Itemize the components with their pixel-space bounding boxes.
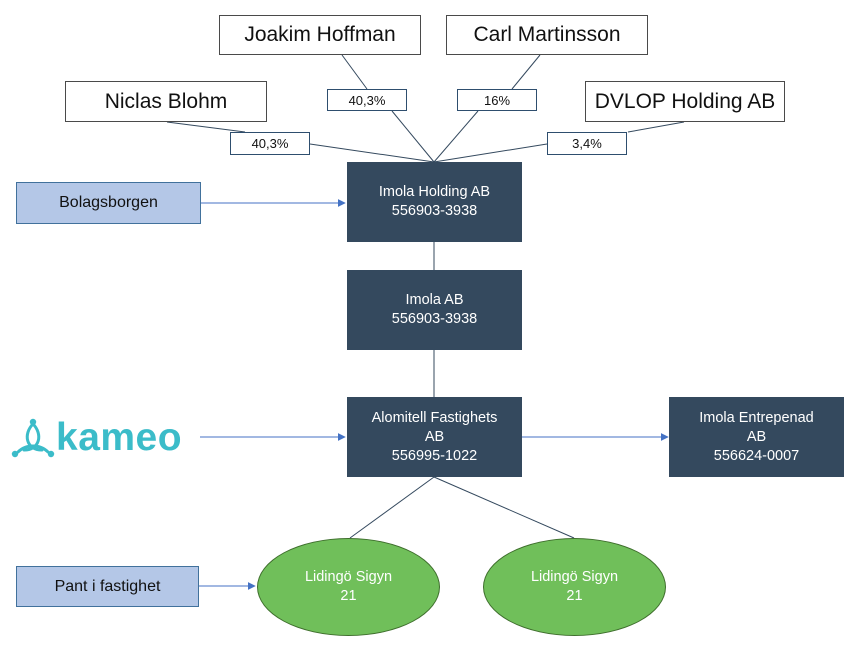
property-lidingo-sigyn-1: Lidingö Sigyn 21 [257, 538, 440, 636]
property-number: 21 [340, 588, 357, 604]
company-name: Imola AB [405, 292, 464, 308]
company-name-line2: AB [746, 428, 767, 445]
company-org-number: 556903-3938 [391, 311, 478, 327]
bolagsborgen-label: Bolagsborgen [59, 194, 158, 211]
company-org-number: 556903-3938 [391, 203, 478, 219]
company-imola-ab: Imola AB 556903-3938 [347, 270, 522, 350]
company-name-line1: Imola Entrepenad [699, 409, 814, 426]
owner-name: DVLOP Holding AB [594, 89, 776, 113]
property-lidingo-sigyn-2: Lidingö Sigyn 21 [483, 538, 666, 636]
company-org-number: 556624-0007 [713, 447, 800, 464]
owner-box-dvlop-holding: DVLOP Holding AB [585, 81, 785, 122]
owner-box-niclas-blohm: Niclas Blohm [65, 81, 267, 122]
company-name-line2: AB [424, 428, 445, 445]
pant-i-fastighet-box: Pant i fastighet [16, 566, 199, 607]
owner-name: Joakim Hoffman [244, 23, 396, 46]
owner-name: Niclas Blohm [104, 89, 228, 113]
line-niclas-holding [309, 143, 435, 163]
line-dvlop-holding [433, 143, 548, 163]
line-joakim-holding [391, 110, 435, 163]
pant-label: Pant i fastighet [54, 577, 161, 595]
line-carl-holding [433, 110, 479, 163]
company-name-line1: Alomitell Fastighets [371, 409, 498, 426]
line-joakim-pct [341, 54, 368, 90]
line-alomitell-prop2 [433, 476, 575, 539]
owner-box-carl-martinsson: Carl Martinsson [446, 15, 648, 55]
line-carl-pct [511, 54, 541, 90]
owner-box-joakim-hoffman: Joakim Hoffman [219, 15, 421, 55]
kameo-wordmark: kameo [56, 416, 183, 459]
owner-name: Carl Martinsson [473, 23, 621, 46]
company-imola-entrepenad: Imola Entrepenad AB 556624-0007 [669, 397, 844, 477]
share-carl: 16% [457, 89, 537, 111]
kameo-logo: kameo [10, 416, 202, 460]
company-name: Imola Holding AB [378, 184, 491, 200]
share-niclas: 40,3% [230, 132, 310, 155]
property-name: Lidingö Sigyn [304, 569, 393, 585]
company-org-number: 556995-1022 [391, 447, 478, 464]
line-niclas-pct [166, 121, 246, 133]
property-name: Lidingö Sigyn [530, 569, 619, 585]
line-alomitell-prop1 [349, 476, 435, 539]
share-joakim: 40,3% [327, 89, 407, 111]
company-imola-holding: Imola Holding AB 556903-3938 [347, 162, 522, 242]
bolagsborgen-box: Bolagsborgen [16, 182, 201, 224]
property-number: 21 [566, 588, 583, 604]
company-alomitell-fastighets: Alomitell Fastighets AB 556995-1022 [347, 397, 522, 477]
share-dvlop: 3,4% [547, 132, 627, 155]
line-dvlop-pct [627, 121, 685, 133]
kameo-symbol-icon [11, 418, 55, 458]
